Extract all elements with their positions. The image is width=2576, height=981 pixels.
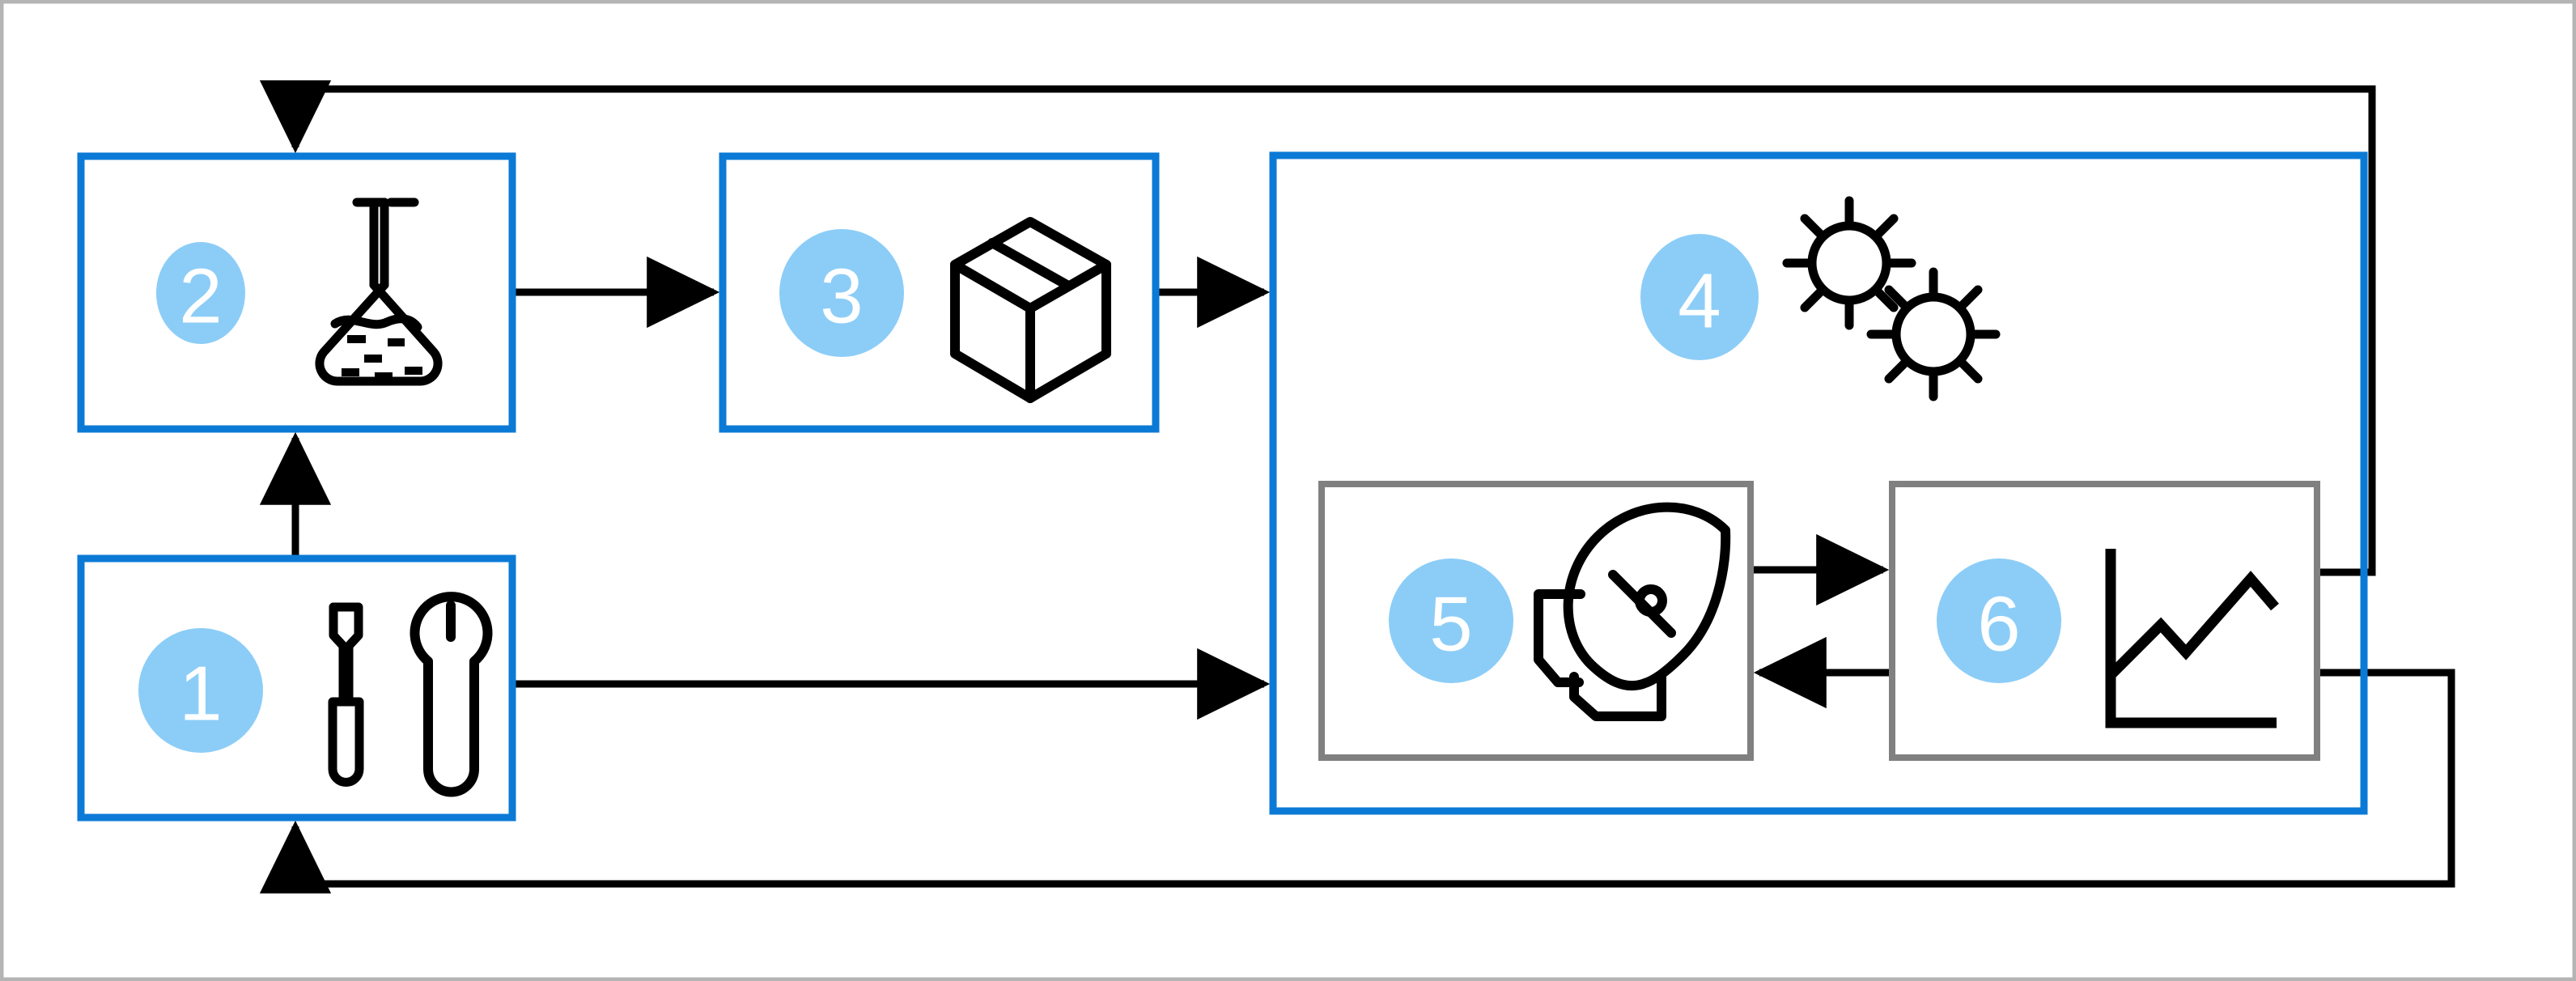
- node-4[interactable]: 4: [1269, 151, 2368, 815]
- node-1[interactable]: 1: [77, 554, 516, 822]
- node-2-badge: 2: [156, 242, 245, 344]
- rocket-icon: [1534, 502, 1731, 721]
- node-1-badge: 1: [138, 628, 263, 753]
- node-2-badge-label: 2: [179, 253, 222, 340]
- package-box-icon: [950, 217, 1111, 403]
- flask-erlenmeyer-icon: [315, 197, 443, 386]
- wrench-icon: [410, 592, 493, 797]
- node-5[interactable]: 5: [1318, 481, 1754, 761]
- flask-liquid-marks-icon: [342, 335, 422, 380]
- screwdriver-icon: [328, 602, 364, 787]
- microbes-virus-icon: [1782, 196, 2001, 401]
- node-4-box[interactable]: [1269, 151, 2368, 815]
- node-2[interactable]: 2: [77, 152, 516, 433]
- node-1-badge-label: 1: [179, 651, 222, 737]
- node-3[interactable]: 3: [719, 152, 1160, 433]
- node-3-badge-label: 3: [820, 253, 863, 340]
- node-2-box[interactable]: [77, 152, 516, 433]
- connector-node6-to-node2-feedback: [259, 80, 2376, 576]
- node-6-badge-label: 6: [1977, 581, 2020, 668]
- node-6-badge: 6: [1937, 558, 2061, 683]
- connector-node6-to-node1-feedback: [259, 669, 2455, 894]
- node-4-badge: 4: [1640, 234, 1759, 360]
- line-chart-icon: [2105, 549, 2279, 728]
- node-6[interactable]: 6: [1889, 481, 2320, 761]
- node-5-badge-label: 5: [1429, 581, 1472, 668]
- node-5-badge: 5: [1389, 558, 1513, 683]
- node-3-badge: 3: [779, 229, 904, 357]
- node-4-badge-label: 4: [1678, 258, 1721, 345]
